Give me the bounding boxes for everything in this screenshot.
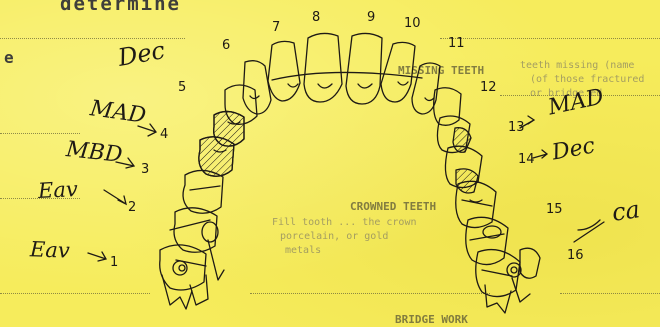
tooth-number-11: 11 xyxy=(448,36,465,51)
tooth-9 xyxy=(346,33,382,104)
tooth-number-4: 4 xyxy=(160,127,168,142)
tooth-number-6: 6 xyxy=(222,38,230,53)
annotation-tooth-2: Eav xyxy=(37,177,78,203)
tooth-number-8: 8 xyxy=(312,10,320,25)
tooth-number-13: 13 xyxy=(508,120,525,135)
tooth-number-7: 7 xyxy=(272,20,280,35)
annotation-tooth-16: ca xyxy=(610,195,641,227)
tooth-number-16: 16 xyxy=(567,248,584,263)
tooth-6 xyxy=(243,61,271,114)
tooth-number-15: 15 xyxy=(546,202,563,217)
tooth-number-2: 2 xyxy=(128,200,136,215)
tooth-number-14: 14 xyxy=(518,152,535,167)
tooth-number-5: 5 xyxy=(178,80,186,95)
tooth-number-12: 12 xyxy=(480,80,497,95)
annotation-tooth-1: Eav xyxy=(30,237,71,262)
tooth-number-9: 9 xyxy=(367,10,375,25)
tooth-12 xyxy=(434,88,461,126)
tooth-11 xyxy=(412,63,440,114)
tooth-number-1: 1 xyxy=(110,255,118,270)
tooth-7 xyxy=(268,41,300,101)
tooth-number-3: 3 xyxy=(141,162,149,177)
tooth-8 xyxy=(304,33,342,102)
tooth-number-10: 10 xyxy=(404,16,421,31)
tooth-10 xyxy=(381,42,415,102)
